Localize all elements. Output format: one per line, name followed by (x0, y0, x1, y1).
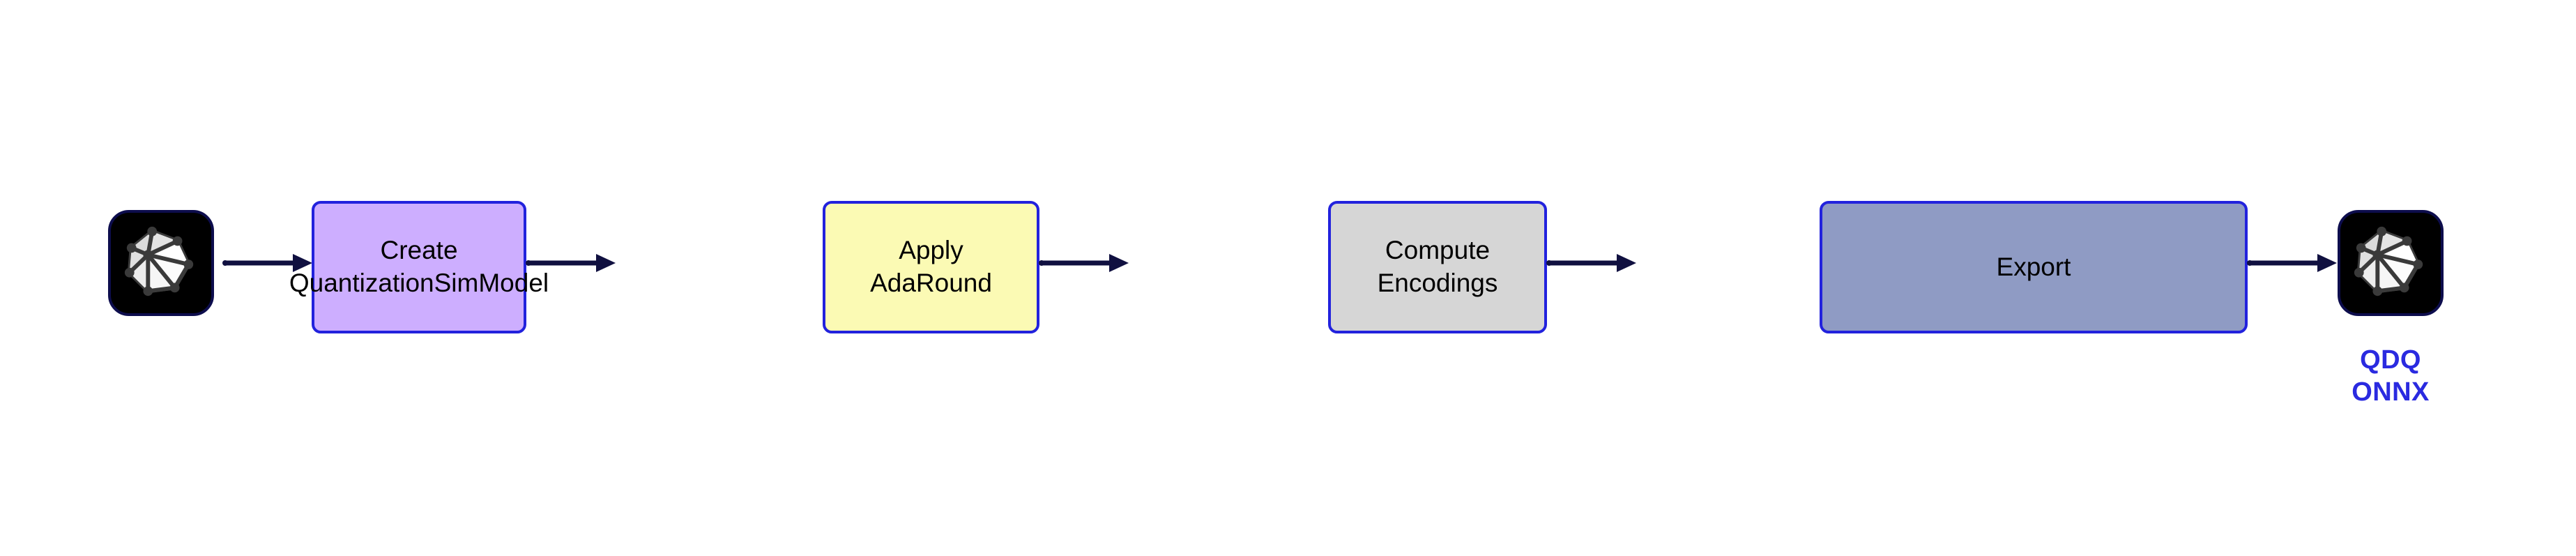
step-box-create-quantization-sim-model[interactable]: Create QuantizationSimModel (289, 201, 549, 333)
onnx-model-icon-input[interactable] (108, 210, 214, 316)
onnx-model-icon-output[interactable] (2338, 210, 2444, 316)
connector-arrow-3 (1039, 253, 1130, 273)
step-box-apply-adaround[interactable]: Apply AdaRound (823, 201, 1039, 333)
onnx-polyhedron-icon (2354, 226, 2423, 296)
connector-arrow-4 (1546, 253, 1638, 273)
connector-arrow-2 (526, 253, 617, 273)
output-caption-qdq-onnx: QDQ ONNX (2352, 345, 2430, 407)
step-box-export[interactable]: Export (1820, 201, 2248, 333)
step-label-create-quantization-sim-model: Create QuantizationSimModel (289, 236, 549, 297)
onnx-polyhedron-icon (124, 226, 194, 296)
step-label-export: Export (1996, 252, 2071, 281)
connector-arrow-5 (2247, 253, 2338, 273)
step-label-apply-adaround: Apply AdaRound (870, 236, 992, 297)
step-label-compute-encodings: Compute Encodings (1377, 236, 1498, 297)
connector-arrow-1 (222, 253, 314, 273)
step-box-compute-encodings[interactable]: Compute Encodings (1328, 201, 1547, 333)
